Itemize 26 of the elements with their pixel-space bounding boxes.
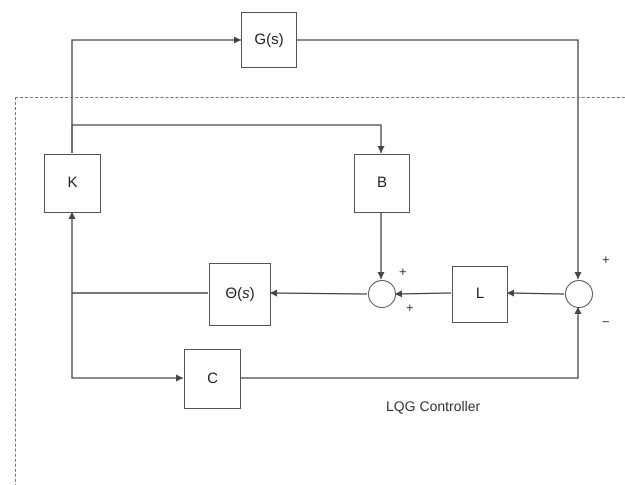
transfer-function-block [452, 266, 508, 323]
transfer-function-block [44, 154, 101, 213]
transfer-function-block [241, 12, 297, 68]
block-label: K [67, 173, 78, 194]
block-label: L [476, 284, 484, 304]
sign-label: + [602, 253, 610, 266]
signal-arrow [71, 124, 384, 153]
block-label: C [207, 368, 218, 389]
transfer-function-block [354, 154, 410, 213]
controller-label: LQG Controller [386, 397, 480, 416]
signal-arrow [240, 307, 582, 379]
block-label: B [376, 173, 387, 194]
signal-arrow [394, 290, 452, 298]
sign-label: + [399, 265, 407, 278]
signal-arrow [378, 212, 384, 279]
block-label: G(s) [254, 30, 284, 50]
signal-arrow [71, 292, 208, 382]
block-label: Θ(s) [225, 284, 255, 304]
signal-arrow [297, 39, 582, 279]
transfer-function-block [209, 263, 271, 326]
sign-label: + [406, 301, 414, 314]
sign-label: − [602, 315, 610, 328]
transfer-function-block [184, 349, 241, 409]
signal-arrow [270, 290, 367, 297]
signal-arrow [506, 290, 564, 297]
controller-region [15, 97, 625, 485]
